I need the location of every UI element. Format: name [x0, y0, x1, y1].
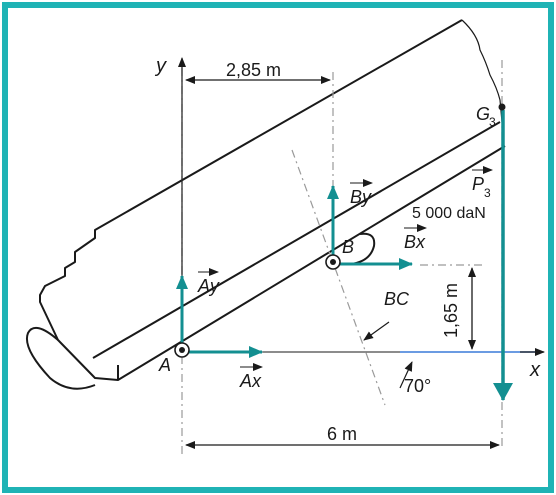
force-p-value: 5 000 daN — [412, 205, 486, 222]
beam — [26, 19, 506, 390]
point-g-subscript: 3 — [489, 115, 496, 129]
force-ay-label: Ay — [197, 276, 220, 296]
force-by-label: By — [350, 187, 372, 207]
force-ax-label: Ax — [239, 371, 262, 391]
construction-lines — [181, 60, 503, 455]
force-p-subscript: 3 — [484, 186, 491, 200]
dim-bottom-label: 6 m — [327, 424, 357, 444]
point-b-label: B — [342, 237, 354, 257]
force-bx-label: Bx — [404, 232, 426, 252]
angle-leader-arrow — [399, 361, 413, 389]
force-p-label: P — [472, 174, 484, 194]
angle-label: 70° — [404, 376, 431, 396]
axis-x-label: x — [529, 359, 541, 381]
pin-a — [174, 342, 190, 358]
point-g-label: G — [476, 104, 490, 124]
forces — [176, 110, 513, 401]
line-bc-label: BC — [384, 289, 410, 309]
axis-y-label: y — [154, 55, 167, 77]
bc-leader-arrow — [363, 321, 390, 341]
pin-b — [325, 254, 341, 270]
point-a-label: A — [158, 355, 171, 375]
dim-vertical-label: 1,65 m — [441, 283, 461, 338]
dim-top-label: 2,85 m — [226, 60, 281, 80]
vector-overlines — [198, 166, 493, 371]
point-g3-dot — [498, 103, 506, 111]
